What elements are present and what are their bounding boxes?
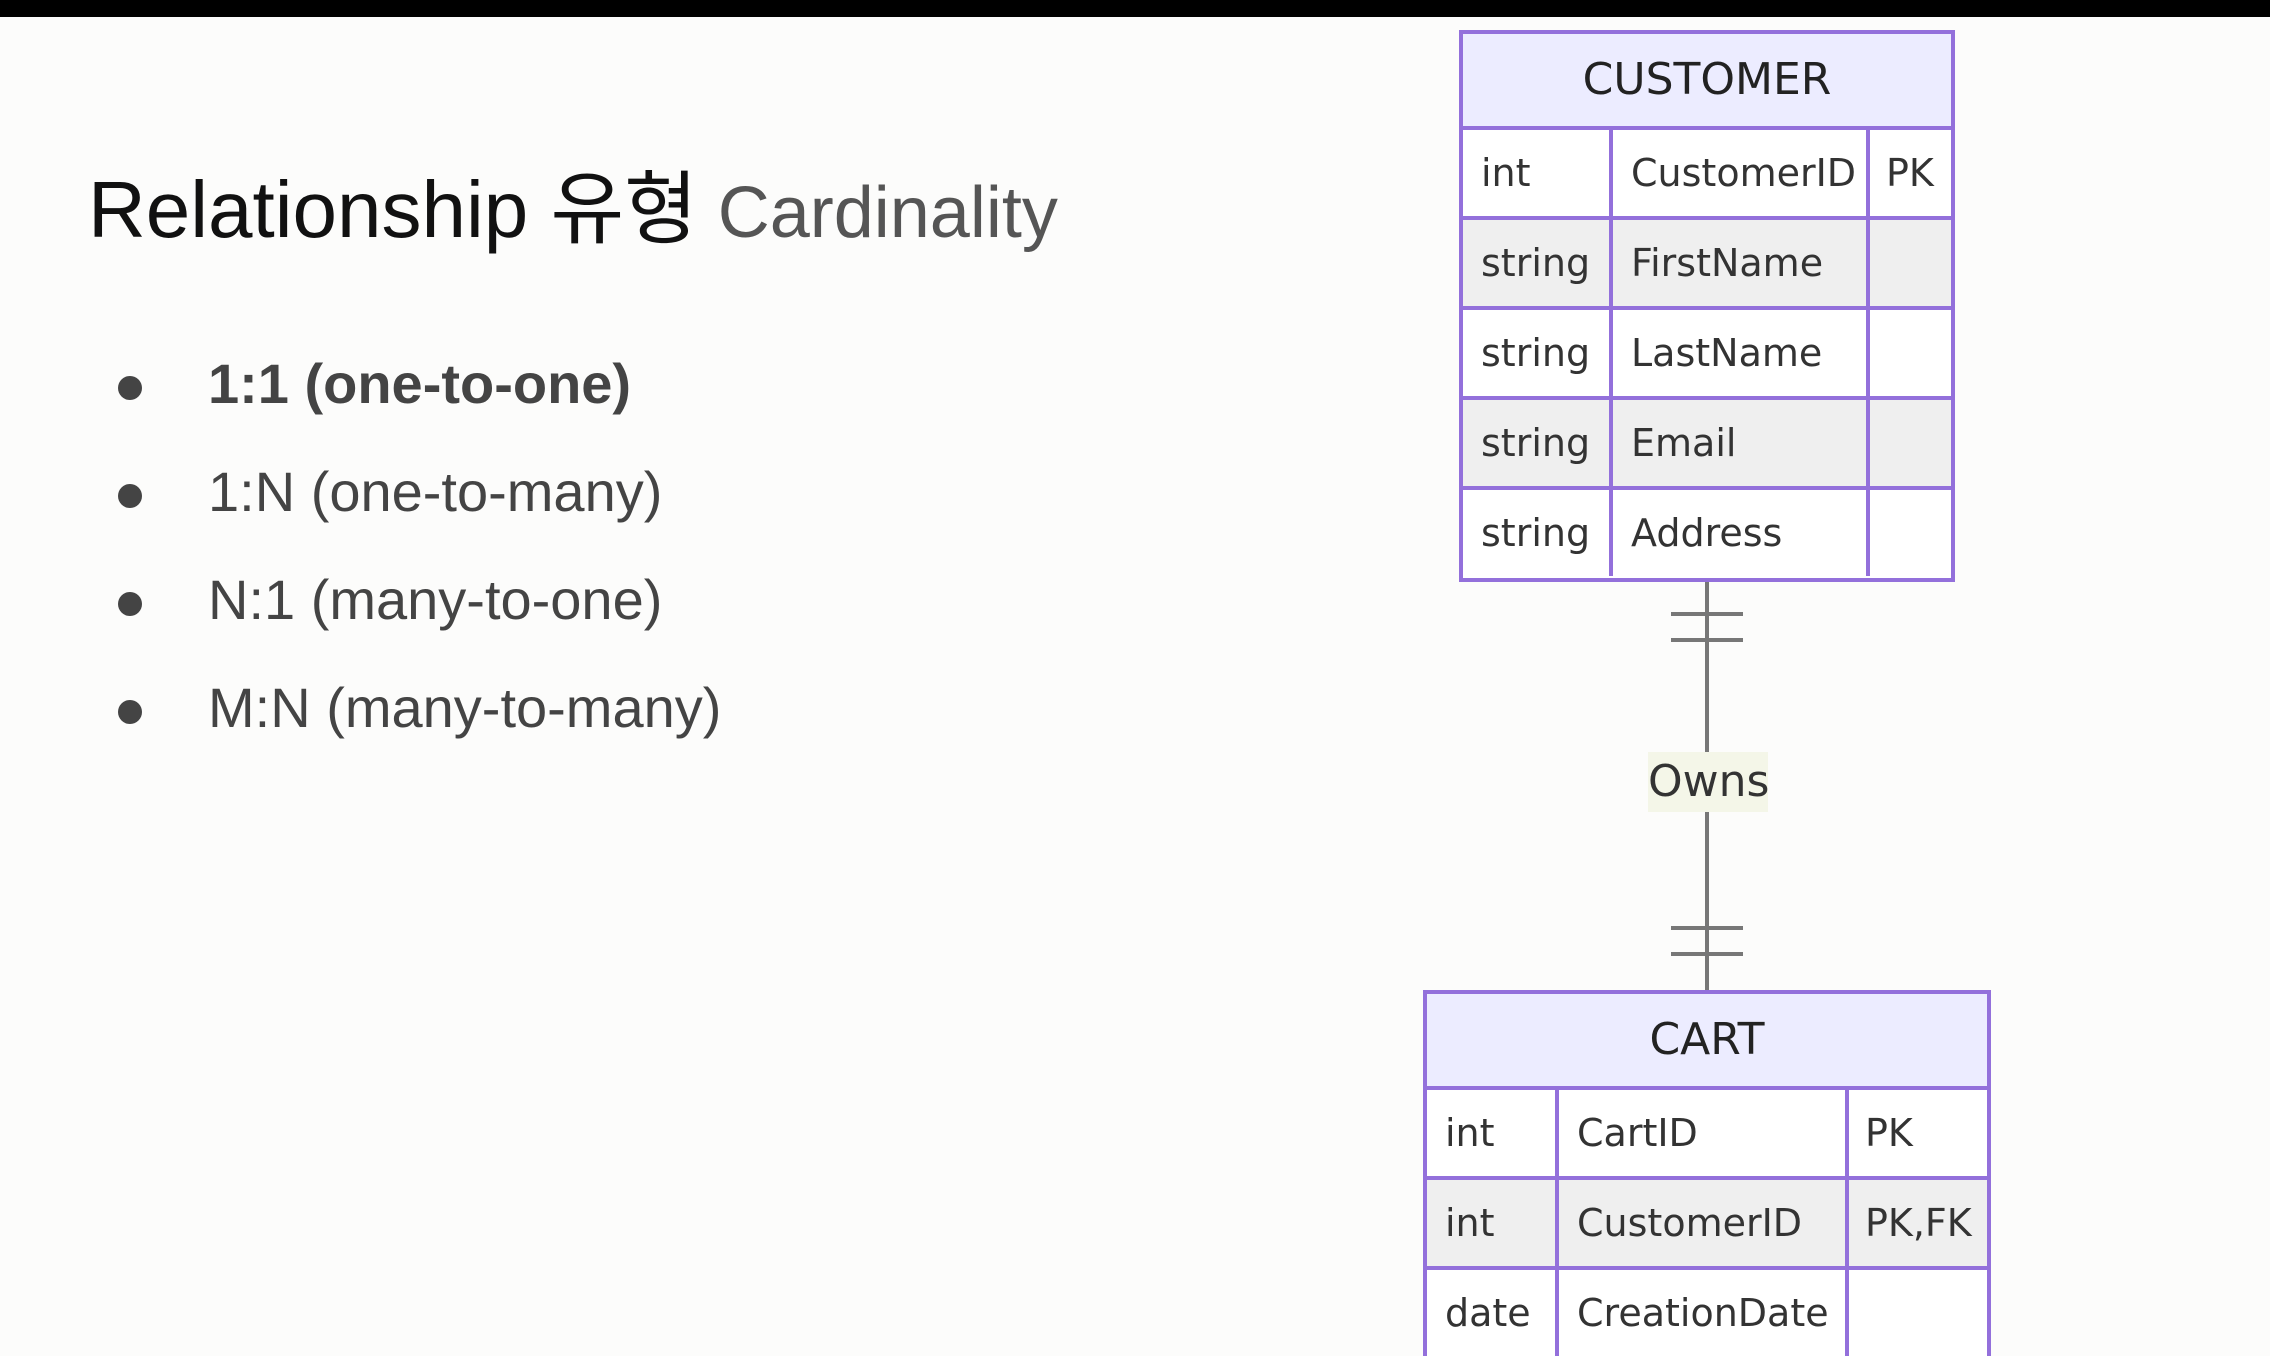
title-main: Relationship 유형 xyxy=(88,165,698,254)
attribute-type: int xyxy=(1481,151,1531,195)
entity-attribute-row: int CustomerID PK,FK xyxy=(1427,1180,1987,1270)
entity-attribute-row: string Email xyxy=(1463,400,1951,490)
attribute-name: LastName xyxy=(1609,310,1866,396)
attribute-type: date xyxy=(1445,1291,1531,1335)
attribute-type: string xyxy=(1481,241,1591,285)
bullet-text: M:N (many-to-many) xyxy=(208,676,722,739)
relationship-label: Owns xyxy=(1648,752,1769,812)
attribute-type: string xyxy=(1481,511,1591,555)
attribute-key: PK xyxy=(1866,130,1951,216)
attribute-name: FirstName xyxy=(1609,220,1866,306)
entity-header: CUSTOMER xyxy=(1463,34,1951,130)
attribute-key: PK,FK xyxy=(1845,1180,1987,1266)
attribute-name: Email xyxy=(1609,400,1866,486)
entity-cart: CART int CartID PK int CustomerID PK,FK … xyxy=(1423,990,1991,1356)
bullet-dot-icon xyxy=(118,592,142,616)
attribute-key xyxy=(1866,490,1951,576)
attribute-key xyxy=(1845,1270,1987,1356)
attribute-key xyxy=(1866,400,1951,486)
attribute-name: CreationDate xyxy=(1555,1270,1845,1356)
attribute-name: CustomerID xyxy=(1555,1180,1845,1266)
attribute-type: int xyxy=(1445,1201,1495,1245)
bullet-text: 1:N (one-to-many) xyxy=(208,460,663,523)
entity-attribute-row: int CartID PK xyxy=(1427,1090,1987,1180)
bullet-dot-icon xyxy=(118,700,142,724)
entity-customer: CUSTOMER int CustomerID PK string FirstN… xyxy=(1459,30,1955,582)
bullet-text: N:1 (many-to-one) xyxy=(208,568,663,631)
attribute-type: int xyxy=(1445,1111,1495,1155)
attribute-name: CartID xyxy=(1555,1090,1845,1176)
entity-attribute-row: string Address xyxy=(1463,490,1951,576)
entity-attribute-row: int CustomerID PK xyxy=(1463,130,1951,220)
entity-attribute-row: date CreationDate xyxy=(1427,1270,1987,1356)
bullet-dot-icon xyxy=(118,484,142,508)
attribute-type: string xyxy=(1481,331,1591,375)
attribute-name: CustomerID xyxy=(1609,130,1866,216)
attribute-type: string xyxy=(1481,421,1591,465)
attribute-key: PK xyxy=(1845,1090,1987,1176)
attribute-name: Address xyxy=(1609,490,1866,576)
bullet-dot-icon xyxy=(118,376,142,400)
attribute-key xyxy=(1866,310,1951,396)
title-subtitle: Cardinality xyxy=(717,173,1058,253)
entity-attribute-row: string FirstName xyxy=(1463,220,1951,310)
entity-attribute-row: string LastName xyxy=(1463,310,1951,400)
top-black-bar xyxy=(0,0,2270,17)
bullet-text: 1:1 (one-to-one) xyxy=(208,352,632,415)
entity-header: CART xyxy=(1427,994,1987,1090)
attribute-key xyxy=(1866,220,1951,306)
